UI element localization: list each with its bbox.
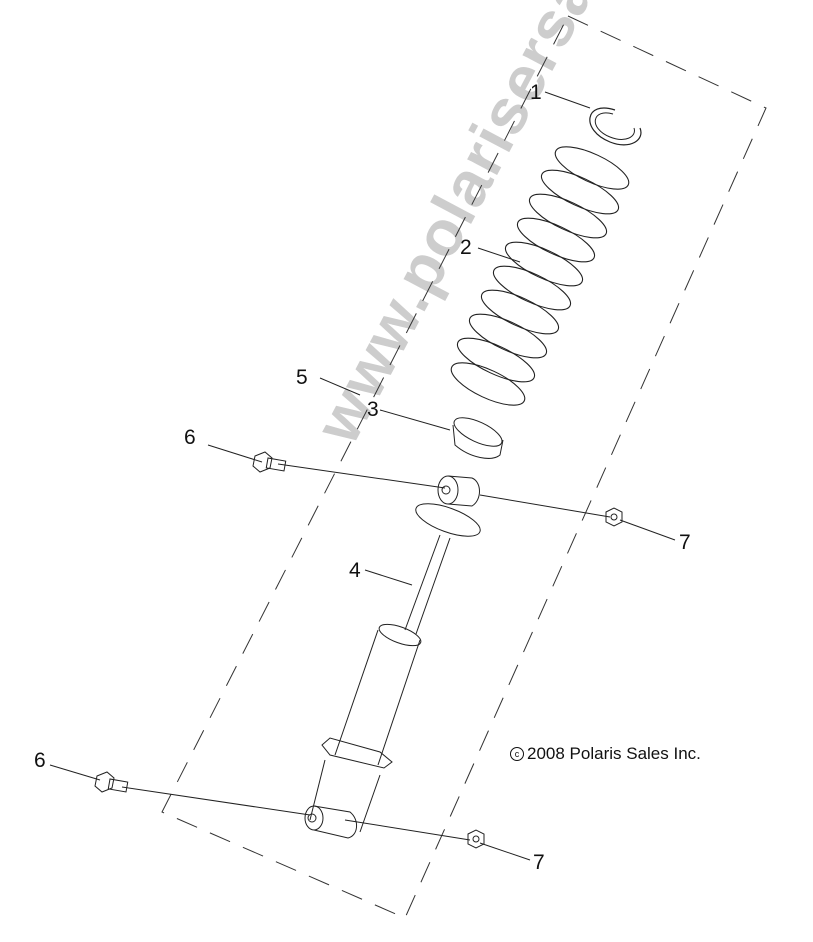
callout-7-lower: 7 (533, 851, 545, 874)
shock-body-part (304, 623, 422, 839)
callout-7-upper: 7 (679, 531, 691, 554)
callout-4: 4 (349, 559, 361, 582)
callout-6-upper: 6 (184, 426, 196, 449)
callout-3: 3 (367, 398, 379, 421)
bolt-lower-part (94, 771, 129, 793)
callout-6-lower: 6 (34, 749, 46, 772)
callout-5: 5 (296, 366, 308, 389)
copyright-icon: c (510, 747, 524, 761)
callout-2: 2 (460, 236, 472, 259)
assembly-group-outline (161, 15, 767, 919)
nut-upper-part (605, 507, 623, 527)
copyright-text: 2008 Polaris Sales Inc. (527, 744, 701, 763)
clip-part (589, 107, 642, 146)
callout-1: 1 (530, 81, 542, 104)
upper-mount-part (415, 475, 481, 537)
spring-part (450, 146, 630, 406)
retainer-part (452, 417, 504, 459)
bolt-upper-part (252, 451, 287, 473)
nut-lower-part (467, 829, 485, 849)
